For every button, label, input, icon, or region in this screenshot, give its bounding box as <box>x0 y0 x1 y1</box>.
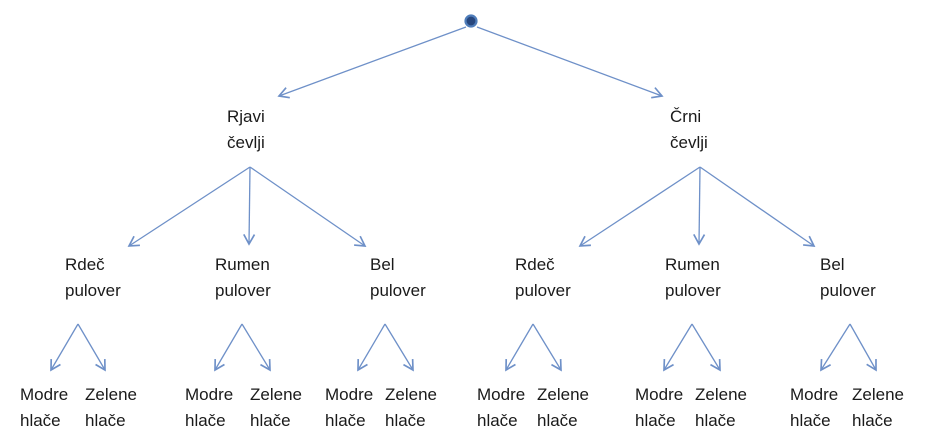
node-label: pulover <box>65 281 121 300</box>
edge-rjavi-to-rdec <box>127 166 251 247</box>
node-label: hlače <box>250 411 291 430</box>
node-rumen-pulover-1: Rumen pulover <box>215 252 271 304</box>
node-label: pulover <box>215 281 271 300</box>
node-label: Zelene <box>385 385 437 404</box>
edge-sweater5-to-zelene <box>691 323 721 372</box>
node-modre-hlace-1: Modre hlače <box>20 382 68 434</box>
node-label: Modre <box>20 385 69 404</box>
edge-root-to-crni-cevlji <box>476 26 664 99</box>
node-label: hlače <box>185 411 226 430</box>
node-label: Rumen <box>665 255 720 274</box>
node-modre-hlace-2: Modre hlače <box>185 382 233 434</box>
node-rumen-pulover-2: Rumen pulover <box>665 252 721 304</box>
node-label: Zelene <box>537 385 589 404</box>
node-label: hlače <box>20 411 61 430</box>
node-label: Rjavi <box>227 107 265 126</box>
node-label: Zelene <box>250 385 302 404</box>
node-label: Črni <box>670 107 702 126</box>
node-label: Zelene <box>85 385 137 404</box>
node-label: Modre <box>635 385 684 404</box>
node-label: hlače <box>852 411 893 430</box>
node-label: Modre <box>185 385 234 404</box>
node-modre-hlace-3: Modre hlače <box>325 382 373 434</box>
edge-sweater3-to-zelene <box>384 323 414 372</box>
node-label: hlače <box>477 411 518 430</box>
edge-crni-to-bel <box>699 166 816 247</box>
node-label: hlače <box>325 411 366 430</box>
edge-sweater3-to-modre <box>357 323 386 372</box>
edge-sweater6-to-zelene <box>849 323 877 372</box>
node-crni-cevlji: Črni čevlji <box>670 104 708 156</box>
node-label: hlače <box>635 411 676 430</box>
node-zelene-hlace-4: Zelene hlače <box>537 382 589 434</box>
node-label: Modre <box>325 385 374 404</box>
node-rjavi-cevlji: Rjavi čevlji <box>227 104 265 156</box>
node-rdec-pulover-2: Rdeč pulover <box>515 252 571 304</box>
edge-root-to-rjavi-cevlji <box>277 26 467 99</box>
edge-sweater1-to-zelene <box>77 323 106 372</box>
node-label: čevlji <box>227 133 265 152</box>
node-bel-pulover-1: Bel pulover <box>370 252 426 304</box>
node-label: hlače <box>537 411 578 430</box>
node-label: Rdeč <box>65 255 105 274</box>
edge-crni-to-rumen <box>693 166 706 246</box>
node-modre-hlace-6: Modre hlače <box>790 382 838 434</box>
node-label: čevlji <box>670 133 708 152</box>
node-bel-pulover-2: Bel pulover <box>820 252 876 304</box>
root-node-dot <box>464 14 478 28</box>
node-modre-hlace-4: Modre hlače <box>477 382 525 434</box>
node-label: pulover <box>665 281 721 300</box>
node-label: hlače <box>85 411 126 430</box>
edge-sweater6-to-modre <box>820 323 851 372</box>
edge-sweater2-to-zelene <box>241 323 271 372</box>
edge-sweater1-to-modre <box>50 323 79 372</box>
edge-crni-to-rdec <box>578 166 701 247</box>
node-zelene-hlace-1: Zelene hlače <box>85 382 137 434</box>
node-label: pulover <box>515 281 571 300</box>
edge-sweater5-to-modre <box>663 323 693 372</box>
node-zelene-hlace-5: Zelene hlače <box>695 382 747 434</box>
edge-sweater4-to-zelene <box>532 323 562 372</box>
node-zelene-hlace-2: Zelene hlače <box>250 382 302 434</box>
edge-sweater2-to-modre <box>214 323 243 372</box>
node-label: Zelene <box>852 385 904 404</box>
node-label: pulover <box>820 281 876 300</box>
edge-rjavi-to-bel <box>249 166 367 247</box>
node-label: Bel <box>820 255 845 274</box>
node-label: hlače <box>790 411 831 430</box>
node-zelene-hlace-3: Zelene hlače <box>385 382 437 434</box>
node-label: hlače <box>385 411 426 430</box>
node-modre-hlace-5: Modre hlače <box>635 382 683 434</box>
node-label: hlače <box>695 411 736 430</box>
node-label: Zelene <box>695 385 747 404</box>
node-label: Rdeč <box>515 255 555 274</box>
node-rdec-pulover-1: Rdeč pulover <box>65 252 121 304</box>
node-zelene-hlace-6: Zelene hlače <box>852 382 904 434</box>
node-label: Bel <box>370 255 395 274</box>
edge-rjavi-to-rumen <box>243 166 256 246</box>
node-label: pulover <box>370 281 426 300</box>
node-label: Modre <box>790 385 839 404</box>
node-label: Modre <box>477 385 526 404</box>
edge-sweater4-to-modre <box>505 323 534 372</box>
node-label: Rumen <box>215 255 270 274</box>
